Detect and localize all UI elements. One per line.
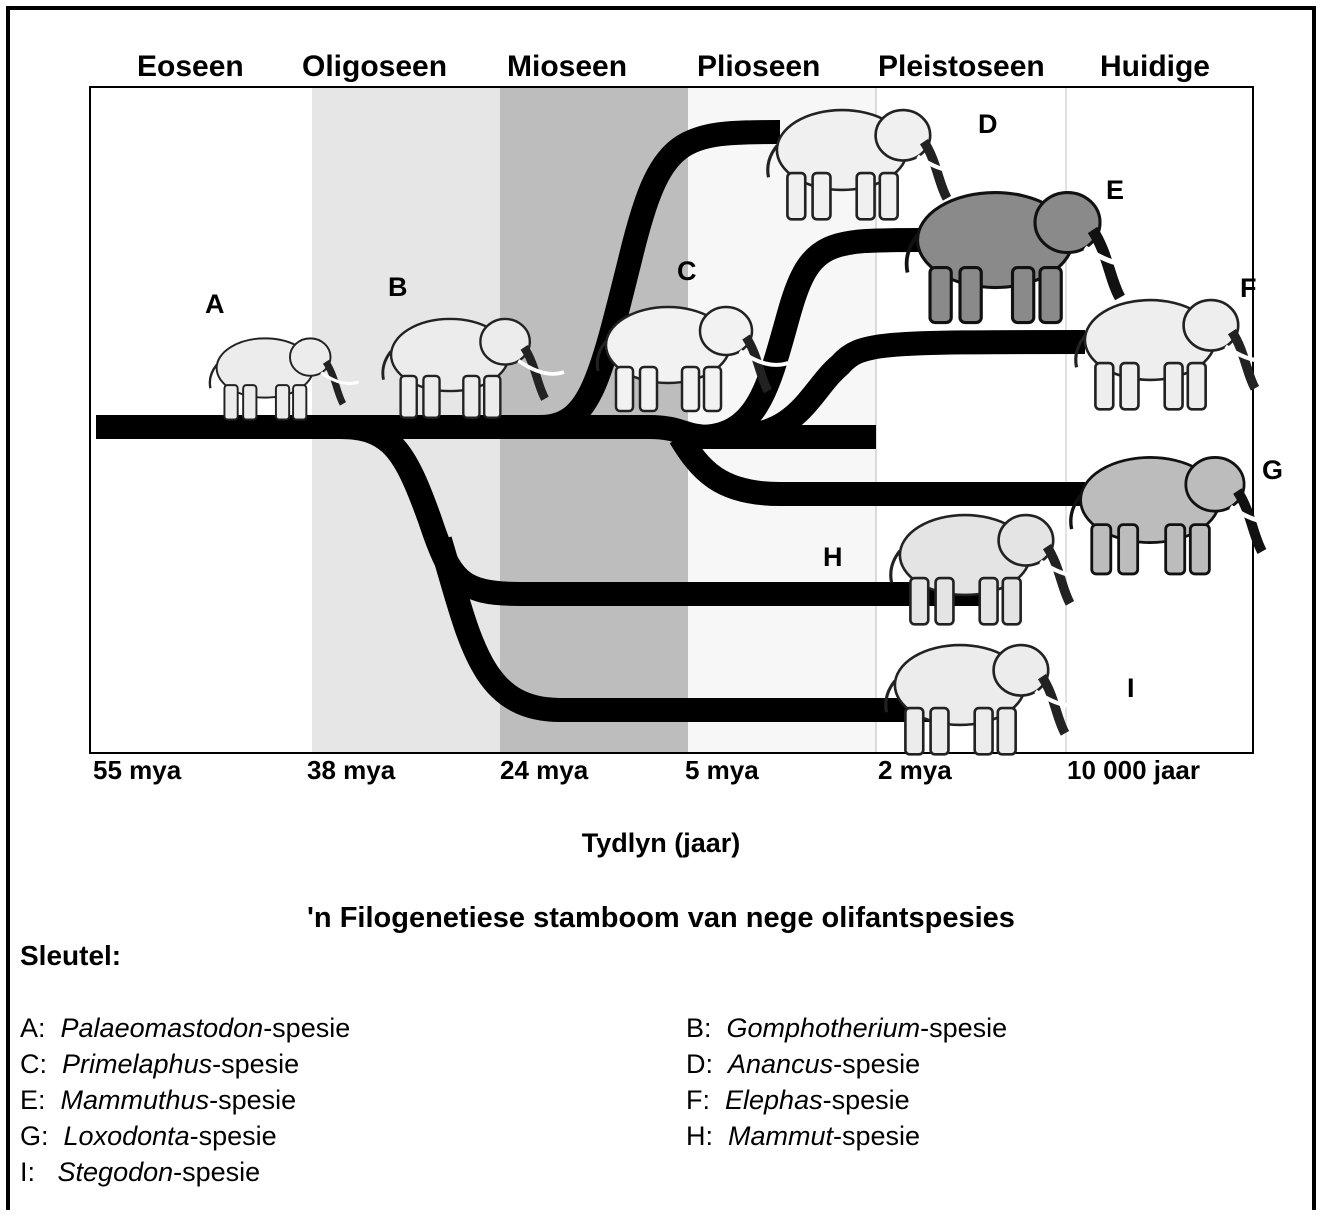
key-item-e: E: Mammuthus-spesie: [20, 1085, 296, 1116]
label-d: D: [978, 109, 998, 139]
elephant-d-icon: [768, 110, 968, 219]
key-item-f: F: Elephas-spesie: [686, 1085, 910, 1116]
key-heading: Sleutel:: [20, 940, 121, 972]
elephant-h-icon: [891, 515, 1091, 624]
key-item-a: A: Palaeomastodon-spesie: [20, 1013, 350, 1044]
label-e: E: [1106, 175, 1124, 205]
elephant-i-icon: [886, 645, 1086, 754]
tick-2mya: 2 mya: [878, 755, 952, 786]
key-item-b: B: Gomphotherium-spesie: [686, 1013, 1007, 1044]
key-item-d: D: Anancus-spesie: [686, 1049, 920, 1080]
diagram-title: 'n Filogenetiese stamboom van nege olifa…: [0, 902, 1322, 935]
key-item-i: I: Stegodon-spesie: [20, 1157, 260, 1188]
key-item-h: H: Mammut-spesie: [686, 1121, 920, 1152]
label-i: I: [1127, 673, 1135, 703]
elephant-f-icon: [1076, 300, 1276, 409]
tick-5mya: 5 mya: [685, 755, 759, 786]
label-h: H: [823, 542, 843, 572]
elephant-e-icon: [907, 193, 1145, 323]
label-b: B: [388, 272, 408, 302]
label-c: C: [677, 256, 697, 286]
label-f: F: [1240, 273, 1257, 303]
tick-10000: 10 000 jaar: [1067, 755, 1200, 786]
key-item-g: G: Loxodonta-spesie: [20, 1121, 277, 1152]
label-a: A: [205, 289, 225, 319]
tick-24mya: 24 mya: [500, 755, 588, 786]
tick-38mya: 38 mya: [307, 755, 395, 786]
x-axis-label: Tydlyn (jaar): [0, 828, 1322, 859]
key-item-c: C: Primelaphus-spesie: [20, 1049, 299, 1080]
tick-55mya: 55 mya: [93, 755, 181, 786]
label-g: G: [1262, 455, 1283, 485]
